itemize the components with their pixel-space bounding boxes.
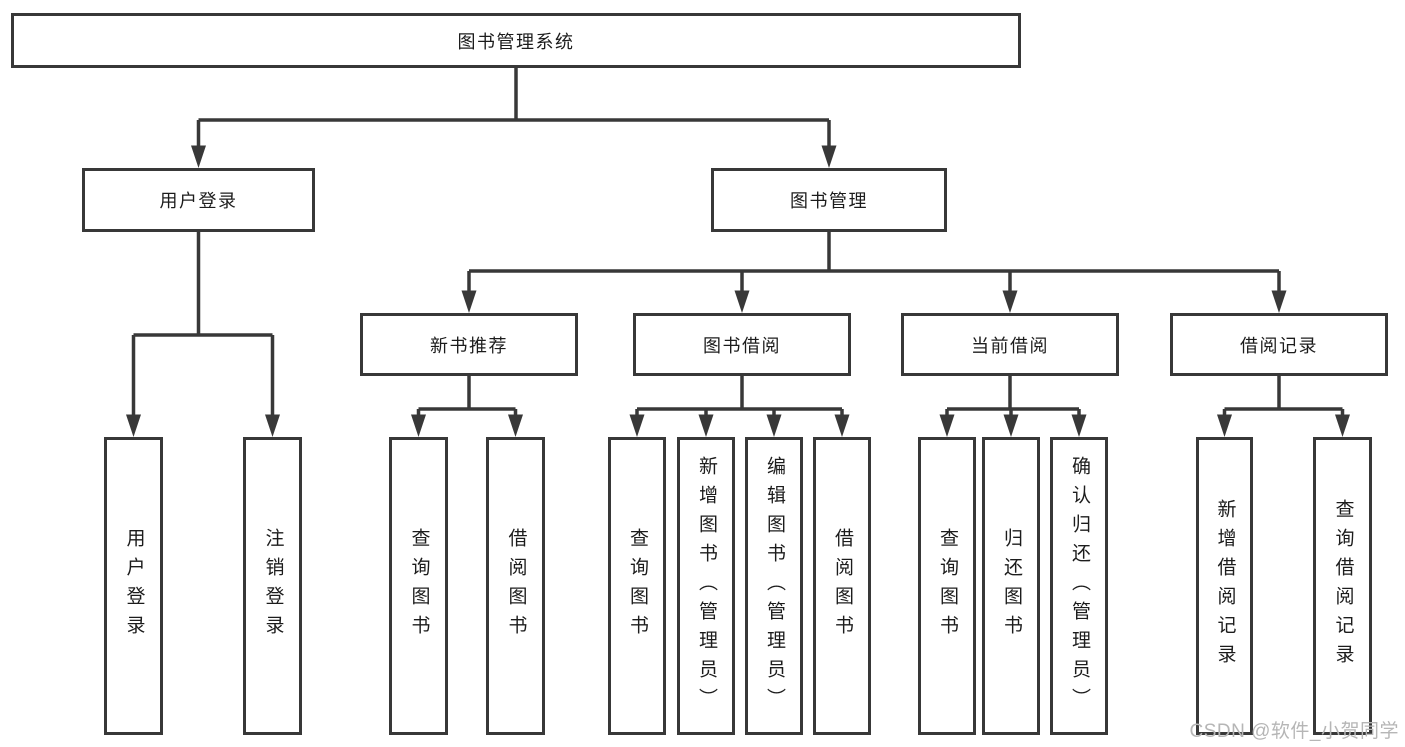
node-book-borrowing-label: 图书借阅	[703, 335, 781, 356]
arrow-down-icon	[411, 414, 426, 437]
node-leaf-borrow-books: 借阅图书	[813, 437, 871, 735]
node-leaf-add-borrow-record: 新增借阅记录	[1196, 437, 1253, 735]
node-leaf-user-login: 用户登录	[104, 437, 163, 735]
node-user-login-label: 用户登录	[159, 191, 238, 211]
node-book-management-label: 图书管理	[790, 191, 868, 211]
node-leaf-query-borrow-record-label: 查询借阅记录	[1332, 499, 1354, 673]
arrow-down-icon	[1335, 414, 1350, 437]
node-user-login: 用户登录	[82, 168, 315, 232]
arrow-down-icon	[191, 145, 206, 168]
arrow-down-icon	[1003, 414, 1019, 437]
node-leaf-add-borrow-record-label: 新增借阅记录	[1214, 499, 1236, 673]
node-new-book-recommend: 新书推荐	[360, 313, 578, 376]
node-leaf-borrow-books-recommend-label: 借阅图书	[505, 528, 527, 644]
node-leaf-query-books-recommend: 查询图书	[389, 437, 448, 735]
node-borrow-records-label: 借阅记录	[1240, 335, 1318, 356]
node-leaf-confirm-return-admin-label: 确认归还（管理员）	[1068, 455, 1090, 717]
arrow-down-icon	[766, 414, 782, 437]
node-current-borrowing: 当前借阅	[901, 313, 1119, 376]
arrow-down-icon	[508, 414, 523, 437]
arrow-down-icon	[629, 414, 645, 437]
arrow-down-icon	[461, 290, 477, 313]
node-leaf-return-books: 归还图书	[982, 437, 1040, 735]
node-leaf-add-books-admin-label: 新增图书（管理员）	[695, 455, 717, 717]
node-leaf-add-books-admin: 新增图书（管理员）	[677, 437, 735, 735]
arrow-down-icon	[126, 414, 141, 437]
arrow-down-icon	[265, 414, 280, 437]
node-leaf-borrow-books-recommend: 借阅图书	[486, 437, 545, 735]
arrow-down-icon	[1002, 290, 1018, 313]
node-leaf-edit-books-admin-label: 编辑图书（管理员）	[763, 455, 785, 717]
node-leaf-query-books-current-label: 查询图书	[936, 528, 958, 644]
node-leaf-query-books-borrowing-label: 查询图书	[626, 528, 648, 644]
arrow-down-icon	[1271, 290, 1287, 313]
arrow-down-icon	[834, 414, 850, 437]
node-root-system: 图书管理系统	[11, 13, 1021, 68]
connector-stems-and-rails	[131, 68, 1345, 416]
arrow-down-icons	[126, 145, 1350, 437]
node-leaf-logout-label: 注销登录	[262, 528, 284, 644]
node-leaf-borrow-books-label: 借阅图书	[831, 528, 853, 644]
node-leaf-query-books-recommend-label: 查询图书	[408, 528, 430, 644]
arrow-down-icon	[698, 414, 714, 437]
arrow-down-icon	[1217, 414, 1232, 437]
node-book-management: 图书管理	[711, 168, 947, 232]
arrow-down-icon	[821, 145, 837, 168]
node-leaf-query-books-borrowing: 查询图书	[608, 437, 666, 735]
node-book-borrowing: 图书借阅	[633, 313, 851, 376]
arrow-down-icon	[939, 414, 955, 437]
node-leaf-logout: 注销登录	[243, 437, 302, 735]
node-leaf-query-books-current: 查询图书	[918, 437, 976, 735]
node-root-system-label: 图书管理系统	[457, 31, 575, 52]
node-leaf-user-login-label: 用户登录	[123, 528, 145, 644]
node-leaf-confirm-return-admin: 确认归还（管理员）	[1050, 437, 1108, 735]
node-leaf-return-books-label: 归还图书	[1000, 528, 1022, 644]
node-current-borrowing-label: 当前借阅	[971, 335, 1049, 356]
arrow-down-icon	[734, 290, 750, 313]
node-borrow-records: 借阅记录	[1170, 313, 1388, 376]
node-leaf-edit-books-admin: 编辑图书（管理员）	[745, 437, 803, 735]
arrow-down-icon	[1071, 414, 1087, 437]
node-leaf-query-borrow-record: 查询借阅记录	[1313, 437, 1372, 735]
node-new-book-recommend-label: 新书推荐	[430, 335, 508, 356]
